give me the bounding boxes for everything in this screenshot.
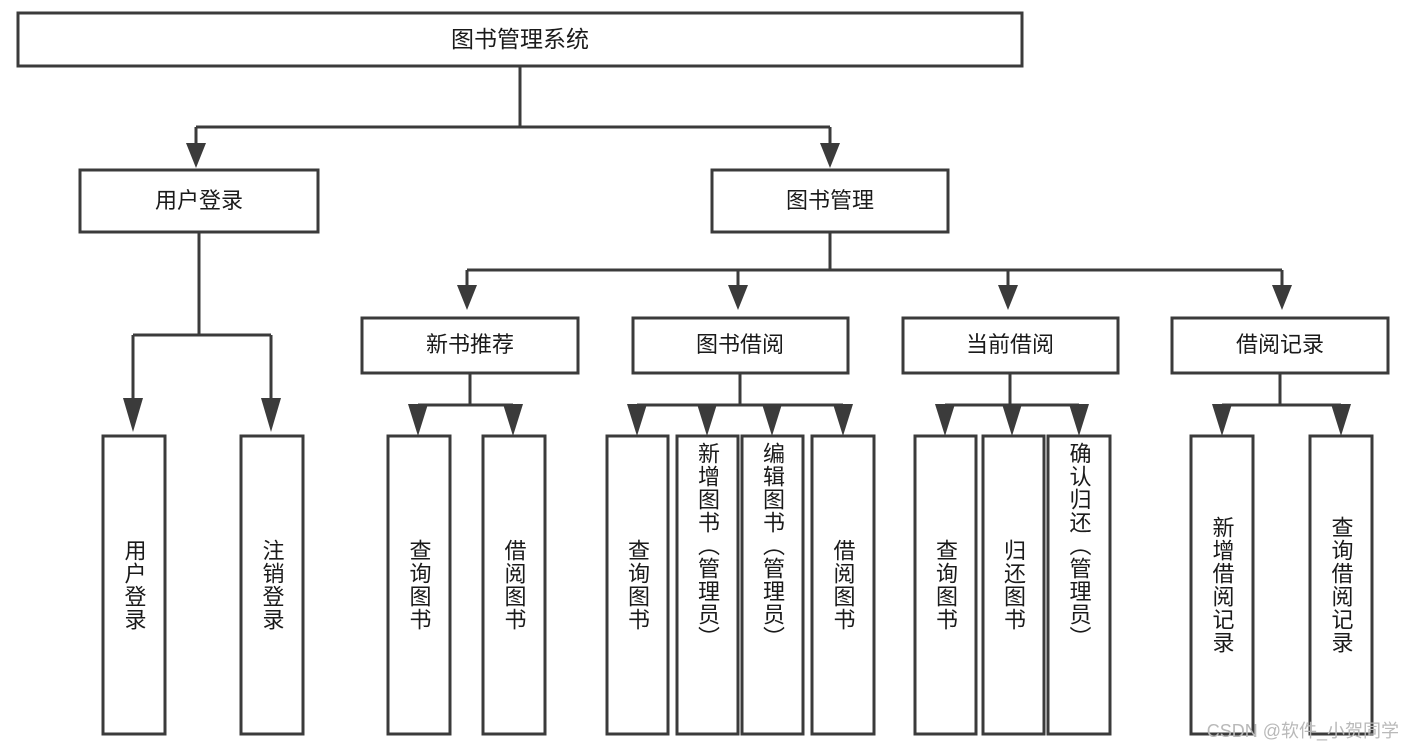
node-book-management [710, 168, 950, 234]
arrow-head-bb-leaf-borrow-book [833, 404, 853, 436]
arrow-head-leaf-user-login [123, 398, 143, 432]
leaf-box-cb-return-book [981, 434, 1046, 736]
arrow-head-bb-leaf-edit-book [762, 404, 782, 436]
leaf-box-user-login [101, 434, 167, 736]
leaf-box-br-add-record [1189, 434, 1255, 736]
arrow-head-user-login [186, 143, 206, 168]
arrow-head-br-leaf-query-record [1331, 404, 1351, 436]
arrow-head-current-borrow [998, 285, 1018, 310]
leaf-box-br-query-record [1308, 434, 1374, 736]
node-borrow-record [1170, 316, 1390, 375]
node-user-login-label: 用户登录 [155, 188, 243, 213]
node-book-borrow-label: 图书借阅 [696, 332, 784, 357]
leaf-box-logout [239, 434, 305, 736]
leaf-box-nb-query-book [386, 434, 452, 736]
leaf-box-cb-query-book [913, 434, 978, 736]
node-new-book-recommend-label: 新书推荐 [426, 332, 514, 357]
node-book-borrow [631, 316, 850, 375]
arrow-head-bb-leaf-query-book [627, 404, 647, 436]
node-current-borrow-label: 当前借阅 [966, 332, 1054, 357]
leaf-box-bb-borrow-book [810, 434, 876, 736]
arrow-head-leaf-logout [261, 398, 281, 432]
arrow-head-br-leaf-add-record [1212, 404, 1232, 436]
arrow-head-borrow-record [1272, 285, 1292, 310]
node-current-borrow [901, 316, 1120, 375]
arrow-head-cb-leaf-return-book [1002, 404, 1022, 436]
arrow-head-book-management [820, 143, 840, 168]
node-book-management-label: 图书管理 [786, 188, 874, 213]
node-new-book-recommend [360, 316, 580, 375]
node-root-label: 图书管理系统 [451, 26, 589, 52]
arrow-head-cb-leaf-query-book [935, 404, 955, 436]
arrow-head-nb-leaf-query-book [408, 404, 428, 436]
arrow-head-nb-leaf-borrow-book [503, 404, 523, 436]
leaf-box-bb-query-book [605, 434, 670, 736]
node-borrow-record-label: 借阅记录 [1236, 332, 1324, 357]
arrow-head-bb-leaf-add-book [697, 404, 717, 436]
leaf-box-bb-edit-book [740, 434, 805, 736]
leaf-box-bb-add-book [675, 434, 740, 736]
node-root-book-management-system [16, 11, 1024, 68]
leaf-box-nb-borrow-book [481, 434, 547, 736]
arrow-head-new-book-recommend [457, 285, 477, 310]
arrow-head-book-borrow [728, 285, 748, 310]
arrow-head-cb-leaf-confirm-return [1069, 404, 1089, 436]
leaf-box-cb-confirm-return [1046, 434, 1112, 736]
